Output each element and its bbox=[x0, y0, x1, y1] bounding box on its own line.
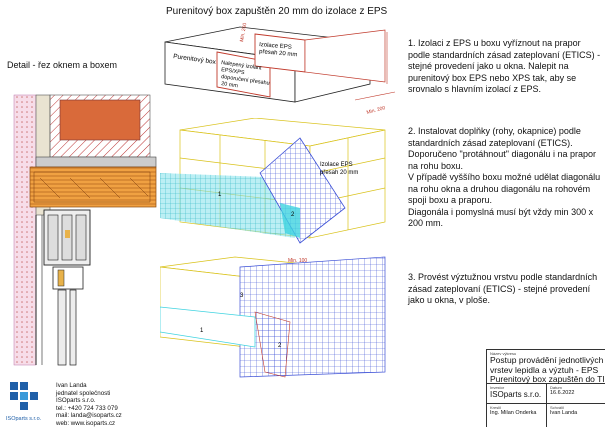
tb-drew-hdr: Kreslil bbox=[490, 405, 501, 410]
contact-web: web: www.isoparts.cz bbox=[56, 419, 116, 427]
glued-label-1: Nalepený izolant bbox=[221, 60, 263, 72]
tb-date-hdr: Datum bbox=[550, 385, 562, 390]
dim-min200-a: Min. 200 bbox=[239, 22, 248, 42]
tb-drew: Ing. Milan Onderka bbox=[490, 410, 537, 416]
contact-company: ISOparts s.r.o. bbox=[56, 397, 96, 405]
mark-2: 2 bbox=[291, 212, 295, 218]
tb-investor-hdr: Investor bbox=[490, 385, 505, 390]
eps-label-top-1: Izolace EPS bbox=[259, 42, 292, 51]
diagonal-mesh bbox=[260, 138, 345, 243]
contact-tel: tel.: +420 724 733 079 bbox=[56, 404, 118, 412]
contact-mail: mail: landa@isoparts.cz bbox=[56, 412, 122, 420]
contact-role: jednatel společnosti bbox=[56, 389, 111, 397]
tb-approved-hdr: Schválil bbox=[550, 405, 564, 410]
isoparts-logo: ISOparts s.r.o. bbox=[4, 380, 50, 424]
tb-name-hdr: Název výkresu bbox=[490, 351, 517, 356]
eps-label-top-2: přesah 20 mm bbox=[259, 49, 298, 58]
section-detail-drawing bbox=[13, 94, 157, 366]
mark-3: 3 bbox=[240, 293, 244, 299]
contact-name: Ivan Landa bbox=[56, 382, 87, 389]
step-2-text: 2. Instalovat doplňky (rohy, okapnice) p… bbox=[408, 126, 601, 228]
dim-min200-b: Min. 200 bbox=[366, 105, 386, 116]
glued-label-4: 20 mm bbox=[221, 81, 239, 89]
tb-approved: Ivan Landa bbox=[550, 410, 578, 416]
tb-name-3: Purenitový box zapuštěn do TI bbox=[490, 374, 605, 384]
tb-date: 16.6.2022 bbox=[550, 390, 575, 396]
dim-min100: Min. 100 bbox=[288, 258, 307, 264]
mark-1: 1 bbox=[218, 192, 222, 198]
glued-label-2: EPS/XPS bbox=[221, 67, 245, 76]
step1-diagram: Purenitový box Izolace EPS přesah 20 mm … bbox=[164, 22, 396, 116]
tb-name-2: vrstev lepidla a výztuh - EPS bbox=[490, 364, 599, 375]
company-contact: Ivan Landa jednatel společnosti ISOparts… bbox=[56, 382, 122, 428]
step-1-text: 1. Izolaci z EPS u boxu vyříznout na pra… bbox=[408, 38, 601, 94]
eps-label-1: Izolace EPS bbox=[320, 162, 353, 168]
tb-investor: ISOparts s.r.o. bbox=[490, 390, 542, 399]
eps-label-2: přesah 20 mm bbox=[320, 170, 358, 176]
logo-text: ISOparts s.r.o. bbox=[6, 416, 42, 422]
step3-diagram: Min. 100 1 2 3 bbox=[160, 256, 386, 378]
title-block: Název výkresu Postup provádění jednotliv… bbox=[486, 349, 605, 427]
step-3-text: 3. Provést výztužnou vrstvu podle standa… bbox=[408, 272, 598, 305]
detail-label: Detail - řez oknem a boxem bbox=[7, 60, 118, 70]
step2-diagram: 1 2 Izolace EPS přesah 20 mm bbox=[160, 118, 386, 244]
mark-2: 2 bbox=[278, 343, 282, 349]
mark-1: 1 bbox=[200, 328, 204, 334]
tb-name-1: Postup provádění jednotlivých bbox=[490, 355, 604, 365]
drawing-title: Purenitový box zapuštěn 20 mm do izolace… bbox=[166, 6, 388, 17]
